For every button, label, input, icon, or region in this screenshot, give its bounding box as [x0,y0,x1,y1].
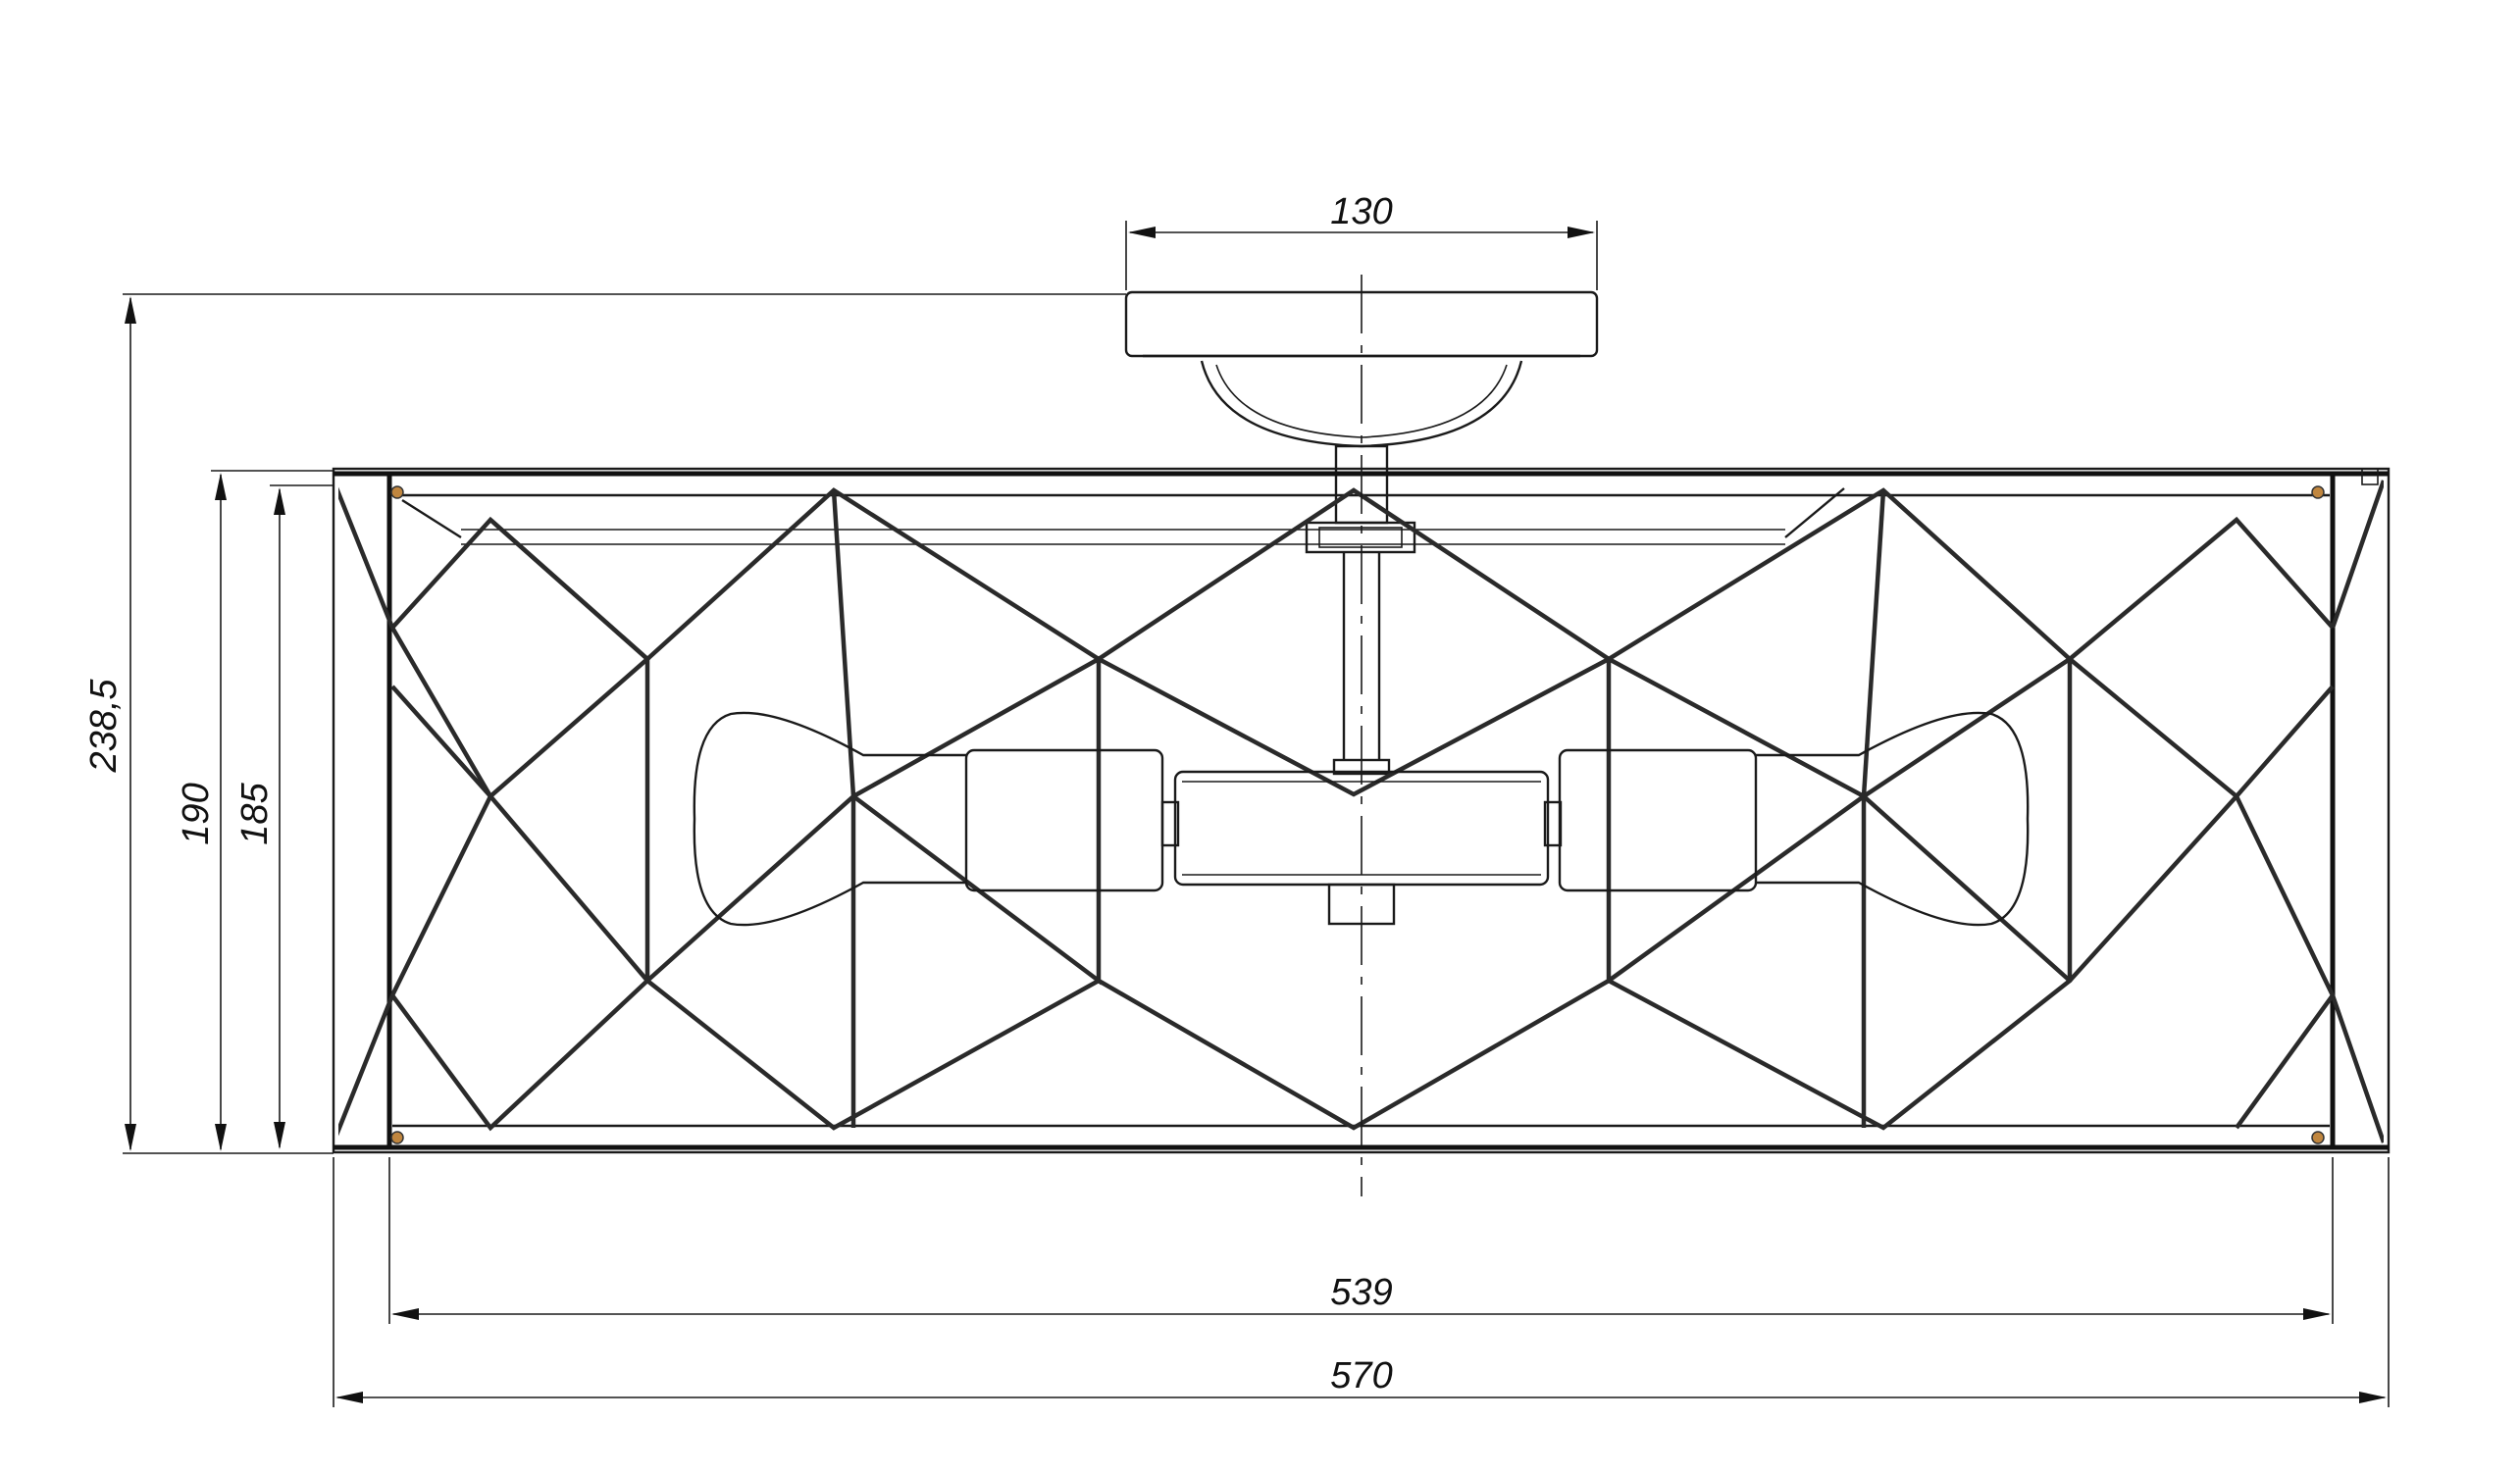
dim-label-238-5: 238,5 [83,679,125,774]
bulb-left [693,711,1164,927]
frame-screws [390,485,2325,1144]
dim-label-539: 539 [1330,1272,1392,1313]
dimension-shade-height-outer: 190 [176,470,334,1151]
dimension-total-height: 238,5 [83,293,1126,1154]
dim-label-570: 570 [1330,1355,1392,1396]
dimension-frame-width-inner: 539 [388,1157,2334,1324]
dim-label-130: 130 [1330,191,1392,232]
dimension-frame-width-outer: 570 [333,1157,2390,1407]
dimension-shade-height-inner: 185 [234,484,334,1149]
bulb-right [1558,711,2030,927]
dim-label-185: 185 [234,782,276,844]
dimension-canopy-width: 130 [1125,191,1598,290]
dim-label-190: 190 [176,783,217,844]
lattice-pattern [338,480,2384,1143]
